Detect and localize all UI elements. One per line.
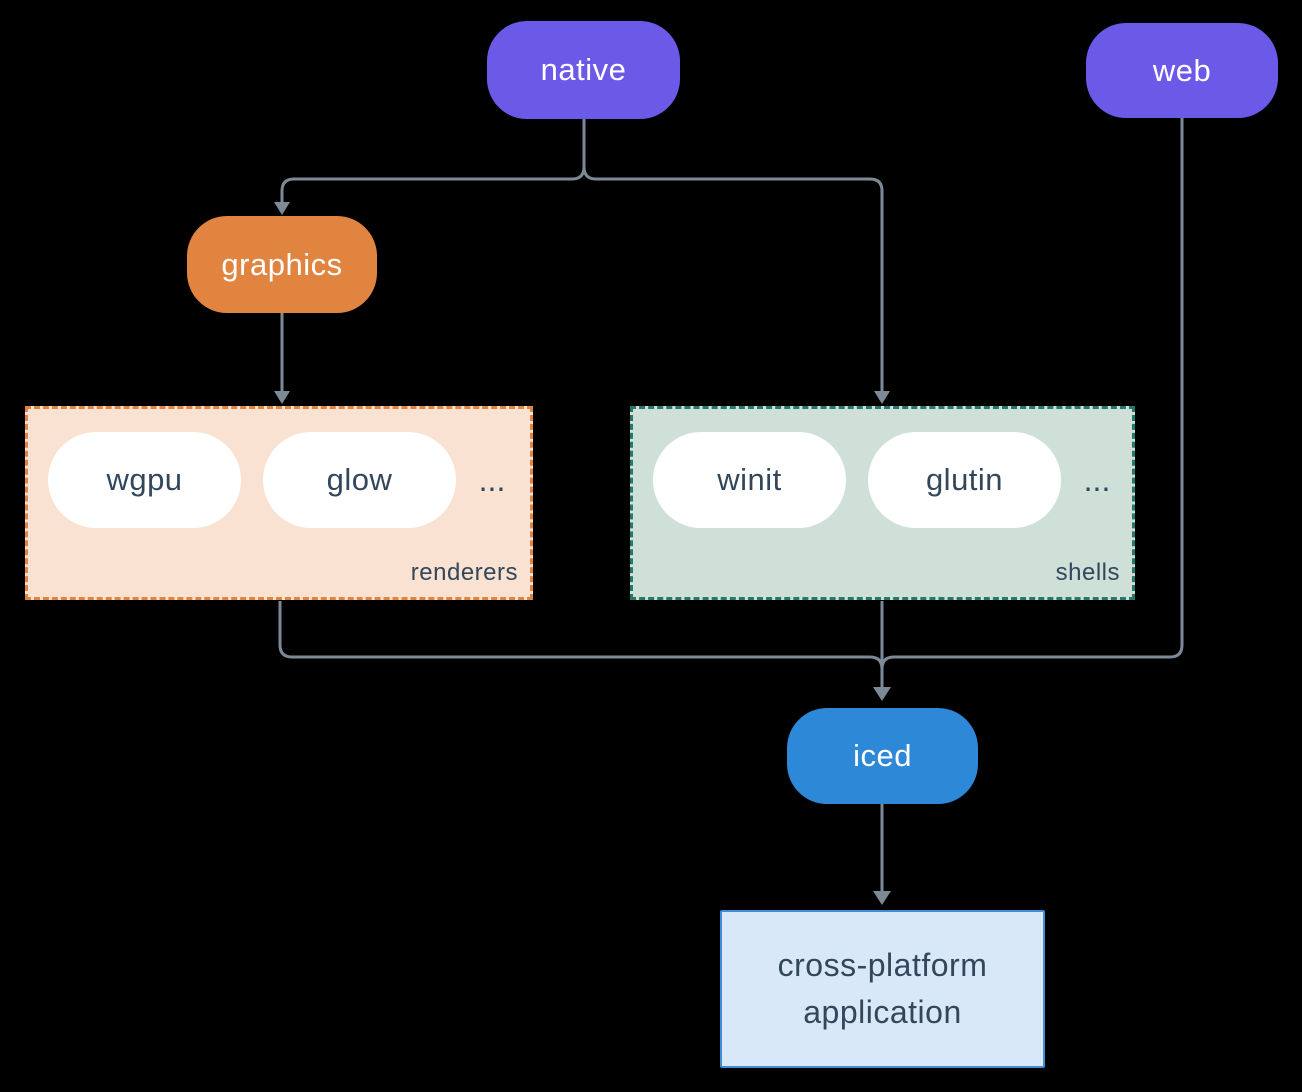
node-glutin: glutin	[868, 432, 1061, 528]
node-wgpu-label: wgpu	[106, 462, 183, 497]
node-winit-label: winit	[717, 462, 782, 497]
arrowhead-graphics	[274, 202, 290, 215]
node-glutin-label: glutin	[925, 462, 1004, 497]
node-glow: glow	[263, 432, 456, 528]
arrowhead-renderers	[274, 391, 290, 404]
node-web-label: web	[1152, 52, 1212, 88]
renderers-group-label: renderers	[410, 559, 518, 586]
edge-web-iced	[880, 118, 1184, 687]
arrowhead-iced	[873, 687, 891, 701]
edge-renderers-iced	[278, 601, 884, 687]
node-winit: winit	[653, 432, 846, 528]
node-iced-label: iced	[853, 738, 912, 773]
node-graphics: graphics	[187, 216, 377, 313]
edge-native-graphics	[280, 119, 586, 202]
renderers-ellipsis: ...	[478, 462, 506, 498]
node-wgpu: wgpu	[48, 432, 241, 528]
node-app-label: cross-platform application	[777, 947, 988, 1030]
group-renderers: wgpu glow ... renderers	[25, 406, 533, 600]
node-graphics-label: graphics	[221, 246, 343, 282]
arrowhead-app	[873, 891, 891, 905]
group-shells: winit glutin ... shells	[630, 406, 1135, 600]
shells-group-label: shells	[1055, 559, 1120, 586]
node-web: web	[1086, 23, 1278, 118]
node-iced: iced	[787, 708, 978, 804]
node-glow-label: glow	[326, 462, 393, 497]
edge-native-shells	[582, 119, 884, 392]
node-cross-platform-application: cross-platform application	[720, 910, 1045, 1068]
node-native: native	[487, 21, 680, 119]
node-native-label: native	[540, 52, 627, 87]
arrowhead-shells	[874, 391, 890, 404]
shells-ellipsis: ...	[1083, 462, 1111, 498]
